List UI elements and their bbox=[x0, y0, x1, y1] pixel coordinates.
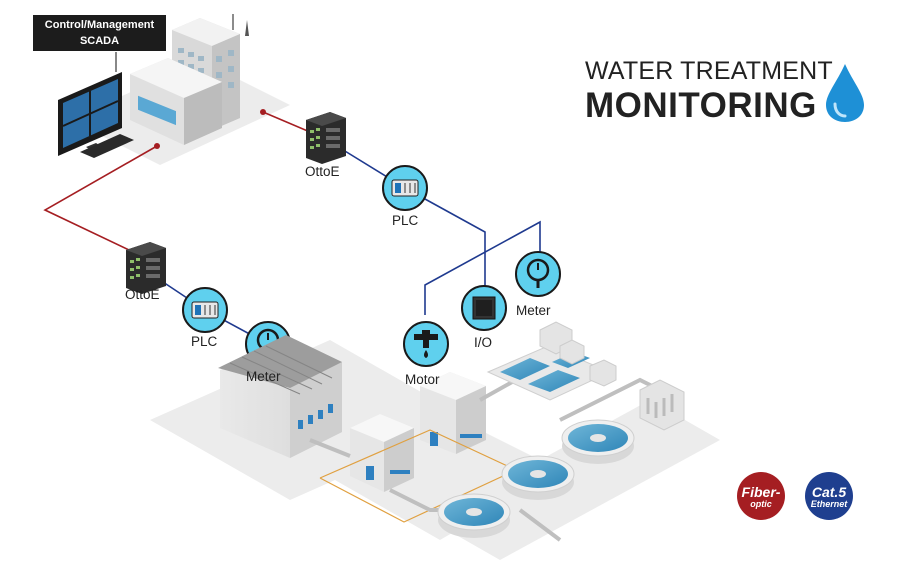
clarifier-2 bbox=[501, 455, 575, 500]
warehouse bbox=[218, 335, 342, 458]
fiber-links bbox=[43, 111, 311, 261]
node-plc-top bbox=[382, 165, 428, 211]
label-plc-top: PLC bbox=[392, 213, 419, 228]
legend-cat5-line2: Ethernet bbox=[810, 499, 848, 509]
node-plc-left bbox=[182, 287, 228, 333]
clarifier-3 bbox=[561, 419, 635, 464]
node-motor bbox=[403, 321, 449, 367]
scada-label-box: Control/Management SCADA bbox=[33, 15, 166, 51]
title-line1: WATER TREATMENT bbox=[585, 57, 833, 85]
label-ottoe-top: OttoE bbox=[305, 164, 340, 179]
label-ottoe-left: OttoE bbox=[125, 287, 160, 302]
node-meter-right bbox=[515, 251, 561, 297]
legend-fiber-line2: optic bbox=[750, 499, 772, 509]
label-meter-right: Meter bbox=[516, 303, 551, 318]
utility-blocks bbox=[539, 321, 685, 431]
clarifier-1 bbox=[437, 493, 511, 538]
title-line2: MONITORING bbox=[585, 86, 817, 125]
pump-building-1 bbox=[350, 414, 414, 492]
node-io bbox=[461, 285, 507, 331]
legend-cat5-badge: Cat.5 Ethernet bbox=[805, 472, 853, 520]
legend-cat5-line1: Cat.5 bbox=[811, 484, 847, 500]
label-io: I/O bbox=[474, 335, 493, 350]
scada-workstation bbox=[58, 52, 134, 158]
label-plc-left: PLC bbox=[191, 334, 218, 349]
label-meter-left: Meter bbox=[246, 369, 281, 384]
legend-fiber-badge: Fiber- optic bbox=[737, 472, 785, 520]
ottoe-switch-top bbox=[306, 112, 346, 164]
legend-fiber-line1: Fiber- bbox=[741, 484, 781, 500]
scada-line1: Control/Management bbox=[44, 19, 155, 31]
control-building bbox=[130, 14, 249, 145]
label-motor: Motor bbox=[405, 372, 440, 387]
ottoe-switch-left bbox=[126, 242, 166, 294]
scada-line2: SCADA bbox=[79, 35, 120, 47]
